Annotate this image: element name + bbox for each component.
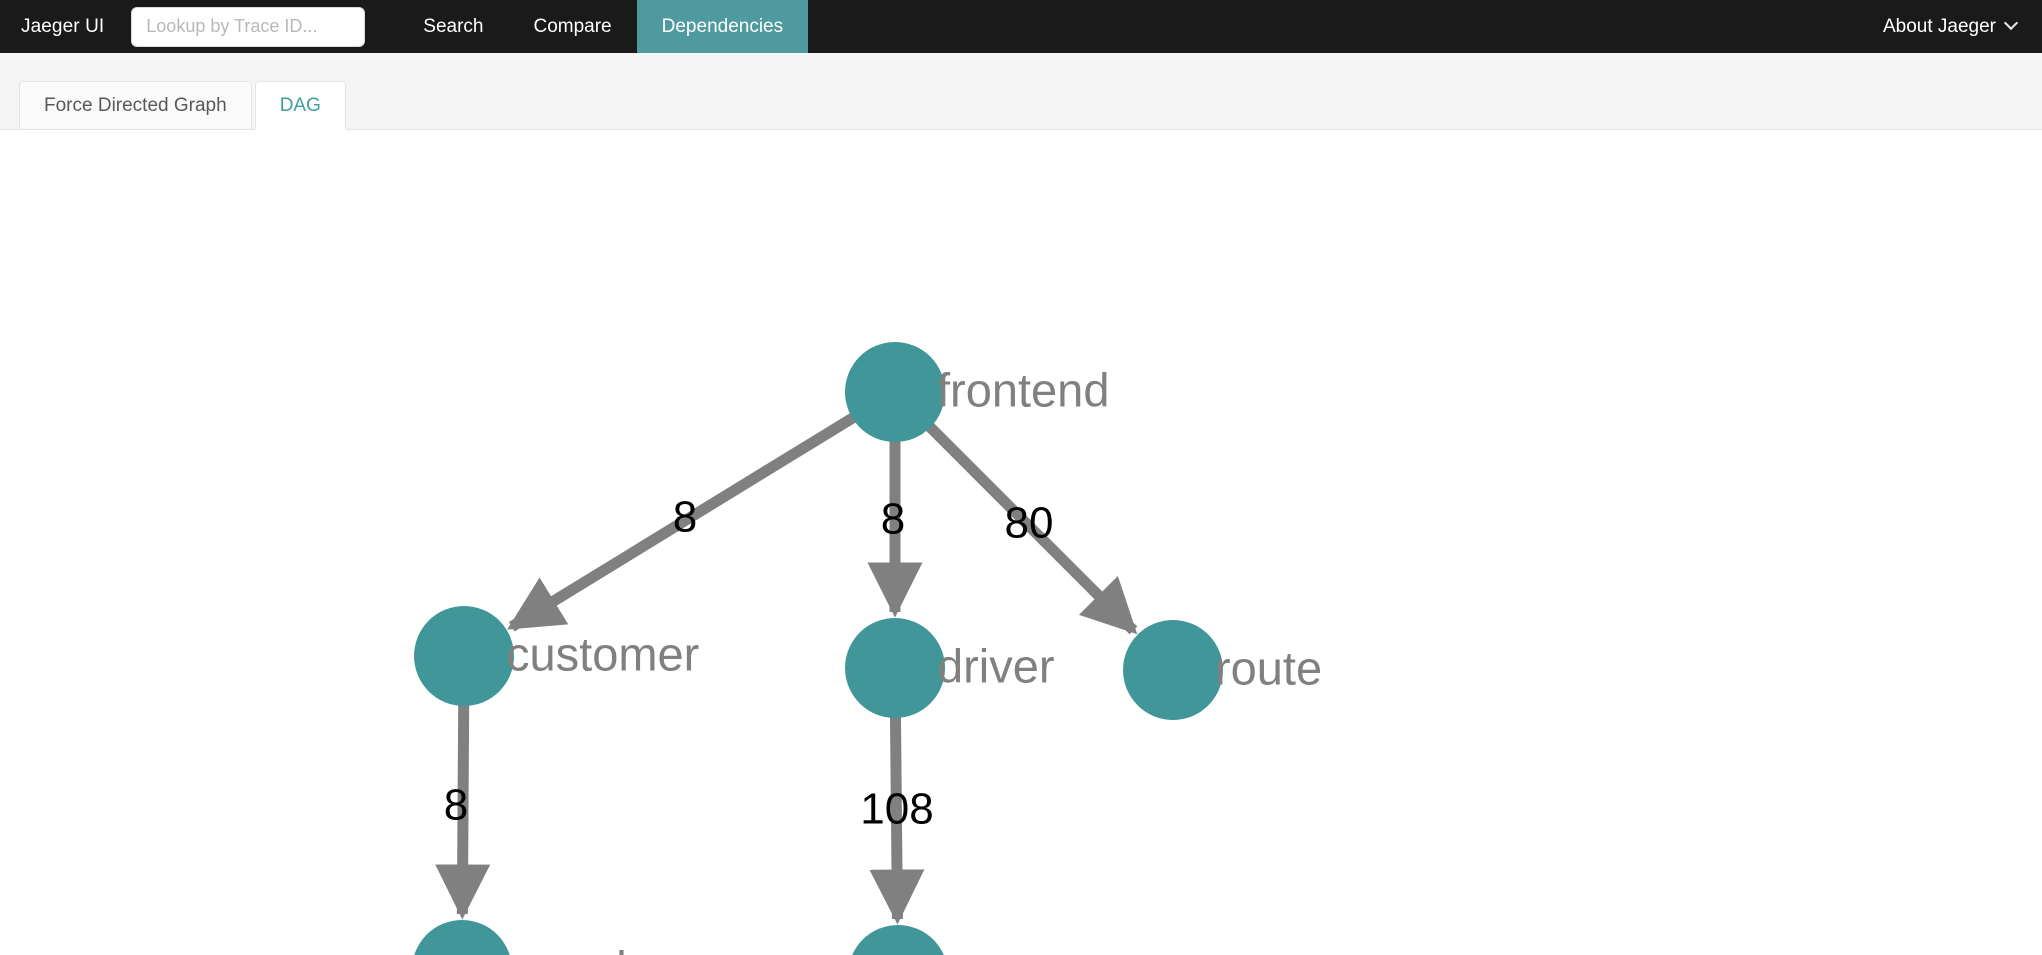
dag-node-circle-customer[interactable] <box>414 606 514 706</box>
dag-node-circle-mysql[interactable] <box>412 920 512 955</box>
dag-node-frontend[interactable]: frontend <box>845 342 1109 442</box>
dag-node-customer[interactable]: customer <box>414 606 699 706</box>
dag-edge-frontend-to-route[interactable] <box>923 420 1138 635</box>
top-navigation-bar: Jaeger UI Search Compare Dependencies Ab… <box>0 0 2042 53</box>
dag-node-driver[interactable]: driver <box>845 618 1055 718</box>
edge-labels-layer: 8 8 80 8 108 <box>444 493 1054 834</box>
dag-node-label-redis: redis <box>940 946 1042 955</box>
dag-edge-label-frontend-to-customer: 8 <box>673 493 697 542</box>
dag-edge-label-driver-to-redis: 108 <box>860 785 933 834</box>
tab-force-directed-graph[interactable]: Force Directed Graph <box>19 81 252 129</box>
dag-node-label-customer: customer <box>506 627 699 680</box>
chevron-down-icon <box>2006 18 2018 30</box>
dag-node-label-driver: driver <box>937 639 1055 692</box>
dag-node-circle-route[interactable] <box>1123 620 1223 720</box>
dag-node-circle-redis[interactable] <box>848 925 948 955</box>
dag-edge-driver-to-redis[interactable] <box>869 713 925 925</box>
dag-node-circle-driver[interactable] <box>845 618 945 718</box>
trace-id-search-input[interactable] <box>131 6 366 47</box>
main-nav-items: Search Compare Dependencies <box>398 0 809 53</box>
dag-edge-customer-to-mysql[interactable] <box>435 701 491 920</box>
dependency-view-tabs: Force Directed Graph DAG <box>0 53 2042 130</box>
jaeger-ui-brand[interactable]: Jaeger UI <box>21 15 105 37</box>
dag-edge-label-frontend-to-route: 80 <box>1005 499 1054 548</box>
nav-item-search[interactable]: Search <box>423 15 484 37</box>
dag-node-route[interactable]: route <box>1123 620 1322 720</box>
dag-node-label-mysql: mysql <box>504 941 627 955</box>
dag-node-mysql[interactable]: mysql <box>412 920 627 955</box>
edges-layer <box>435 411 1138 925</box>
dag-node-label-route: route <box>1215 641 1322 694</box>
tab-dag[interactable]: DAG <box>254 81 346 129</box>
nav-item-compare[interactable]: Compare <box>533 15 612 37</box>
dag-edge-frontend-to-customer[interactable] <box>507 411 859 632</box>
dependency-dag-svg[interactable]: frontendcustomerdriverroutemysqlredis 88… <box>0 130 2042 955</box>
dag-canvas[interactable]: frontendcustomerdriverroutemysqlredis 88… <box>0 130 2042 955</box>
dag-node-redis[interactable]: redis <box>848 925 1042 955</box>
trace-lookup-container <box>124 0 372 53</box>
about-jaeger-menu[interactable]: About Jaeger <box>1883 16 2018 38</box>
dag-edge-label-customer-to-mysql: 8 <box>444 781 468 830</box>
about-jaeger-label: About Jaeger <box>1882 15 1996 37</box>
nav-right-group: About Jaeger <box>1883 0 2042 53</box>
nav-item-dependencies[interactable]: Dependencies <box>636 0 809 53</box>
dag-edge-label-frontend-to-driver: 8 <box>881 495 905 544</box>
dag-node-circle-frontend[interactable] <box>845 342 945 442</box>
nodes-layer: frontend customer driver route mysql redis <box>412 342 1322 955</box>
dag-node-label-frontend: frontend <box>937 363 1109 416</box>
